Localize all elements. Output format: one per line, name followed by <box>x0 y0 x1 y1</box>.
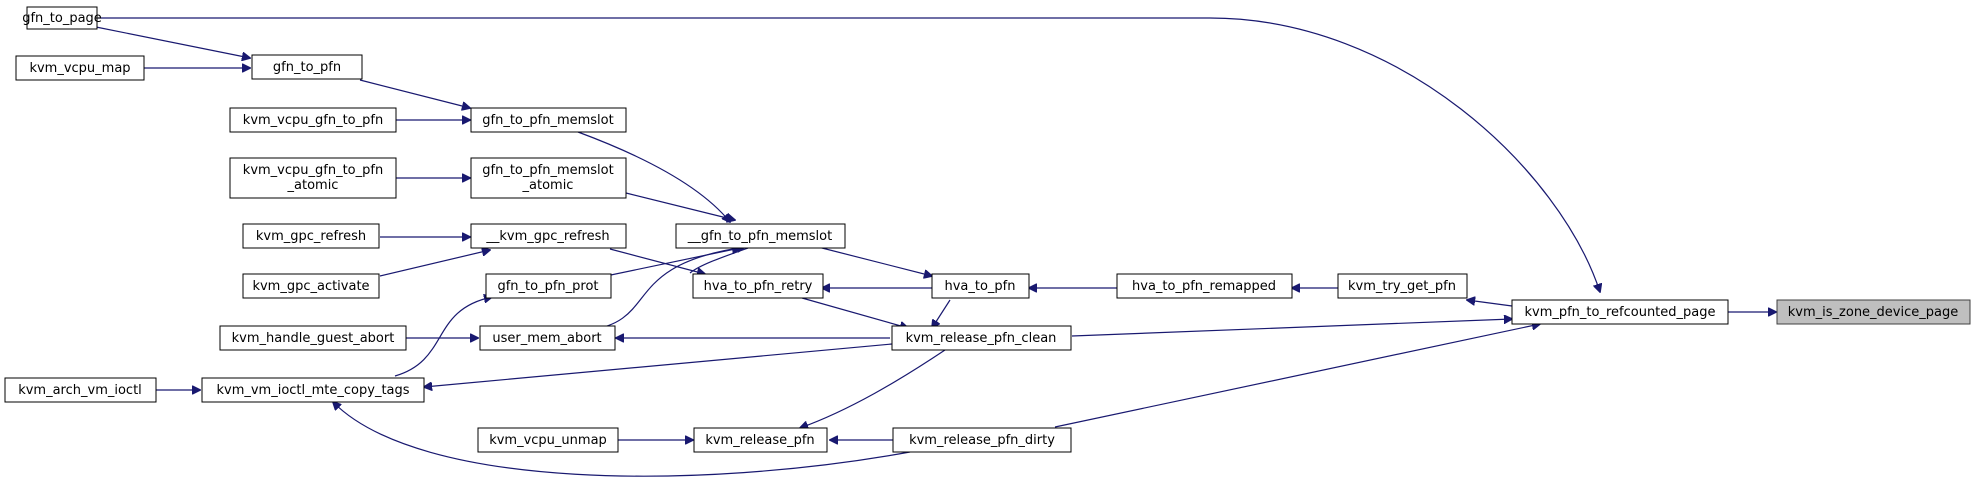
node-kvm_vcpu_gfn_to_pfn_atomic[interactable]: kvm_vcpu_gfn_to_pfn _atomic <box>229 157 397 199</box>
svg-text:_atomic: _atomic <box>287 178 339 193</box>
svg-text:kvm_vm_ioctl_mte_copy_tags: kvm_vm_ioctl_mte_copy_tags <box>216 383 409 398</box>
node-hva_to_pfn[interactable]: hva_to_pfn <box>931 273 1030 299</box>
svg-text:gfn_to_pfn_memslot: gfn_to_pfn_memslot <box>482 113 613 128</box>
svg-text:__gfn_to_pfn_memslot: __gfn_to_pfn_memslot <box>687 229 832 244</box>
node-gfn_to_pfn[interactable]: gfn_to_pfn <box>251 54 363 80</box>
node-kvm_handle_guest_abort[interactable]: kvm_handle_guest_abort <box>219 325 407 351</box>
edge-gfn_to_pfn_memslot_atomic-__gfn_to_pfn_memslot <box>625 192 735 220</box>
nodes: gfn_to_page kvm_vcpu_map gfn_to_pfn kvm_… <box>4 6 1971 453</box>
edge-kvm_release_pfn_clean-kvm_vm_ioctl_mte_copy_tags <box>424 343 893 387</box>
edge-gfn_to_pfn_prot-__gfn_to_pfn_memslot <box>605 248 740 277</box>
edges <box>95 17 1776 477</box>
edge-kvm_vm_ioctl_mte_copy_tags-gfn_to_pfn_prot <box>394 297 492 377</box>
node-kvm_pfn_to_refcounted_page[interactable]: kvm_pfn_to_refcounted_page <box>1511 299 1729 325</box>
node-kvm_vcpu_gfn_to_pfn[interactable]: kvm_vcpu_gfn_to_pfn <box>229 107 397 133</box>
node-kvm_is_zone_device_page[interactable]: kvm_is_zone_device_page <box>1776 299 1971 325</box>
svg-text:gfn_to_pfn_memslot: gfn_to_pfn_memslot <box>482 163 613 178</box>
node-gfn_to_pfn_memslot_atomic[interactable]: gfn_to_pfn_memslot _atomic <box>470 157 627 199</box>
svg-text:gfn_to_pfn_prot: gfn_to_pfn_prot <box>497 279 598 294</box>
edge-kvm_release_pfn_dirty-kvm_pfn_to_refcounted_page <box>1054 324 1540 428</box>
edge-kvm_pfn_to_refcounted_page-kvm_try_get_pfn <box>1467 300 1513 307</box>
svg-text:kvm_handle_guest_abort: kvm_handle_guest_abort <box>232 331 395 346</box>
node-kvm_release_pfn[interactable]: kvm_release_pfn <box>693 427 828 453</box>
svg-text:gfn_to_pfn: gfn_to_pfn <box>273 60 341 75</box>
edge-kvm_release_pfn_clean-kvm_pfn_to_refcounted_page <box>1071 319 1512 337</box>
node-user_mem_abort[interactable]: user_mem_abort <box>479 325 616 351</box>
node-kvm_vcpu_map[interactable]: kvm_vcpu_map <box>15 55 145 81</box>
node-kvm_arch_vm_ioctl[interactable]: kvm_arch_vm_ioctl <box>4 377 157 403</box>
edge-user_mem_abort-__gfn_to_pfn_memslot <box>589 247 745 331</box>
node-hva_to_pfn_retry[interactable]: hva_to_pfn_retry <box>692 273 824 299</box>
svg-text:user_mem_abort: user_mem_abort <box>492 331 601 346</box>
node-hva_to_pfn_remapped[interactable]: hva_to_pfn_remapped <box>1116 273 1293 299</box>
edge-gfn_to_pfn-gfn_to_pfn_memslot <box>359 79 470 108</box>
node-kvm_gpc_refresh[interactable]: kvm_gpc_refresh <box>242 223 380 249</box>
edge-kvm_release_pfn_dirty-kvm_vm_ioctl_mte_copy_tags <box>333 402 911 477</box>
svg-text:kvm_try_get_pfn: kvm_try_get_pfn <box>1348 279 1456 294</box>
svg-text:kvm_gpc_refresh: kvm_gpc_refresh <box>256 229 366 244</box>
edge-hva_to_pfn_retry-kvm_release_pfn_clean <box>801 297 908 328</box>
edge-gfn_to_pfn_memslot-__gfn_to_pfn_memslot <box>577 131 730 222</box>
node-__kvm_gpc_refresh[interactable]: __kvm_gpc_refresh <box>470 223 627 249</box>
svg-text:_atomic: _atomic <box>522 178 574 193</box>
svg-text:kvm_release_pfn_dirty: kvm_release_pfn_dirty <box>909 433 1055 448</box>
svg-text:kvm_release_pfn_clean: kvm_release_pfn_clean <box>906 331 1057 346</box>
node-gfn_to_pfn_prot[interactable]: gfn_to_pfn_prot <box>485 273 612 299</box>
node-gfn_to_pfn_memslot[interactable]: gfn_to_pfn_memslot <box>470 107 627 133</box>
node-kvm_vcpu_unmap[interactable]: kvm_vcpu_unmap <box>477 427 619 453</box>
svg-text:hva_to_pfn_remapped: hva_to_pfn_remapped <box>1132 279 1276 294</box>
node-__gfn_to_pfn_memslot[interactable]: __gfn_to_pfn_memslot <box>675 223 846 249</box>
svg-text:kvm_vcpu_gfn_to_pfn: kvm_vcpu_gfn_to_pfn <box>243 163 383 178</box>
node-kvm_release_pfn_clean[interactable]: kvm_release_pfn_clean <box>891 325 1072 351</box>
svg-text:kvm_vcpu_map: kvm_vcpu_map <box>29 61 130 76</box>
svg-text:kvm_release_pfn: kvm_release_pfn <box>705 433 814 448</box>
node-kvm_release_pfn_dirty[interactable]: kvm_release_pfn_dirty <box>892 427 1072 453</box>
svg-text:kvm_gpc_activate: kvm_gpc_activate <box>252 279 369 294</box>
svg-text:kvm_vcpu_unmap: kvm_vcpu_unmap <box>489 433 607 448</box>
svg-text:__kvm_gpc_refresh: __kvm_gpc_refresh <box>485 229 609 244</box>
node-kvm_try_get_pfn[interactable]: kvm_try_get_pfn <box>1337 273 1468 299</box>
svg-text:kvm_is_zone_device_page: kvm_is_zone_device_page <box>1788 305 1958 320</box>
svg-text:hva_to_pfn: hva_to_pfn <box>944 279 1015 294</box>
edge-__kvm_gpc_refresh-hva_to_pfn_retry <box>609 248 705 274</box>
svg-text:kvm_pfn_to_refcounted_page: kvm_pfn_to_refcounted_page <box>1524 305 1715 320</box>
node-kvm_gpc_activate[interactable]: kvm_gpc_activate <box>242 273 380 299</box>
edge-kvm_release_pfn_clean-kvm_release_pfn <box>800 349 946 428</box>
svg-text:gfn_to_page: gfn_to_page <box>22 11 102 26</box>
node-kvm_vm_ioctl_mte_copy_tags[interactable]: kvm_vm_ioctl_mte_copy_tags <box>201 377 425 403</box>
svg-text:kvm_vcpu_gfn_to_pfn: kvm_vcpu_gfn_to_pfn <box>243 113 383 128</box>
edge-__gfn_to_pfn_memslot-hva_to_pfn <box>817 246 932 276</box>
edge-kvm_gpc_activate-__kvm_gpc_refresh <box>379 250 490 277</box>
edge-hva_to_pfn-kvm_release_pfn_clean <box>932 299 951 328</box>
edge-hva_to_pfn_retry-__gfn_to_pfn_memslot-back <box>689 247 749 274</box>
edge-gfn_to_page-kvm_pfn_to_refcounted_page <box>98 17 1600 292</box>
edge-gfn_to_page-gfn_to_pfn <box>95 26 250 58</box>
node-gfn_to_page[interactable]: gfn_to_page <box>22 6 102 30</box>
svg-text:hva_to_pfn_retry: hva_to_pfn_retry <box>704 279 813 294</box>
svg-text:kvm_arch_vm_ioctl: kvm_arch_vm_ioctl <box>18 383 142 398</box>
